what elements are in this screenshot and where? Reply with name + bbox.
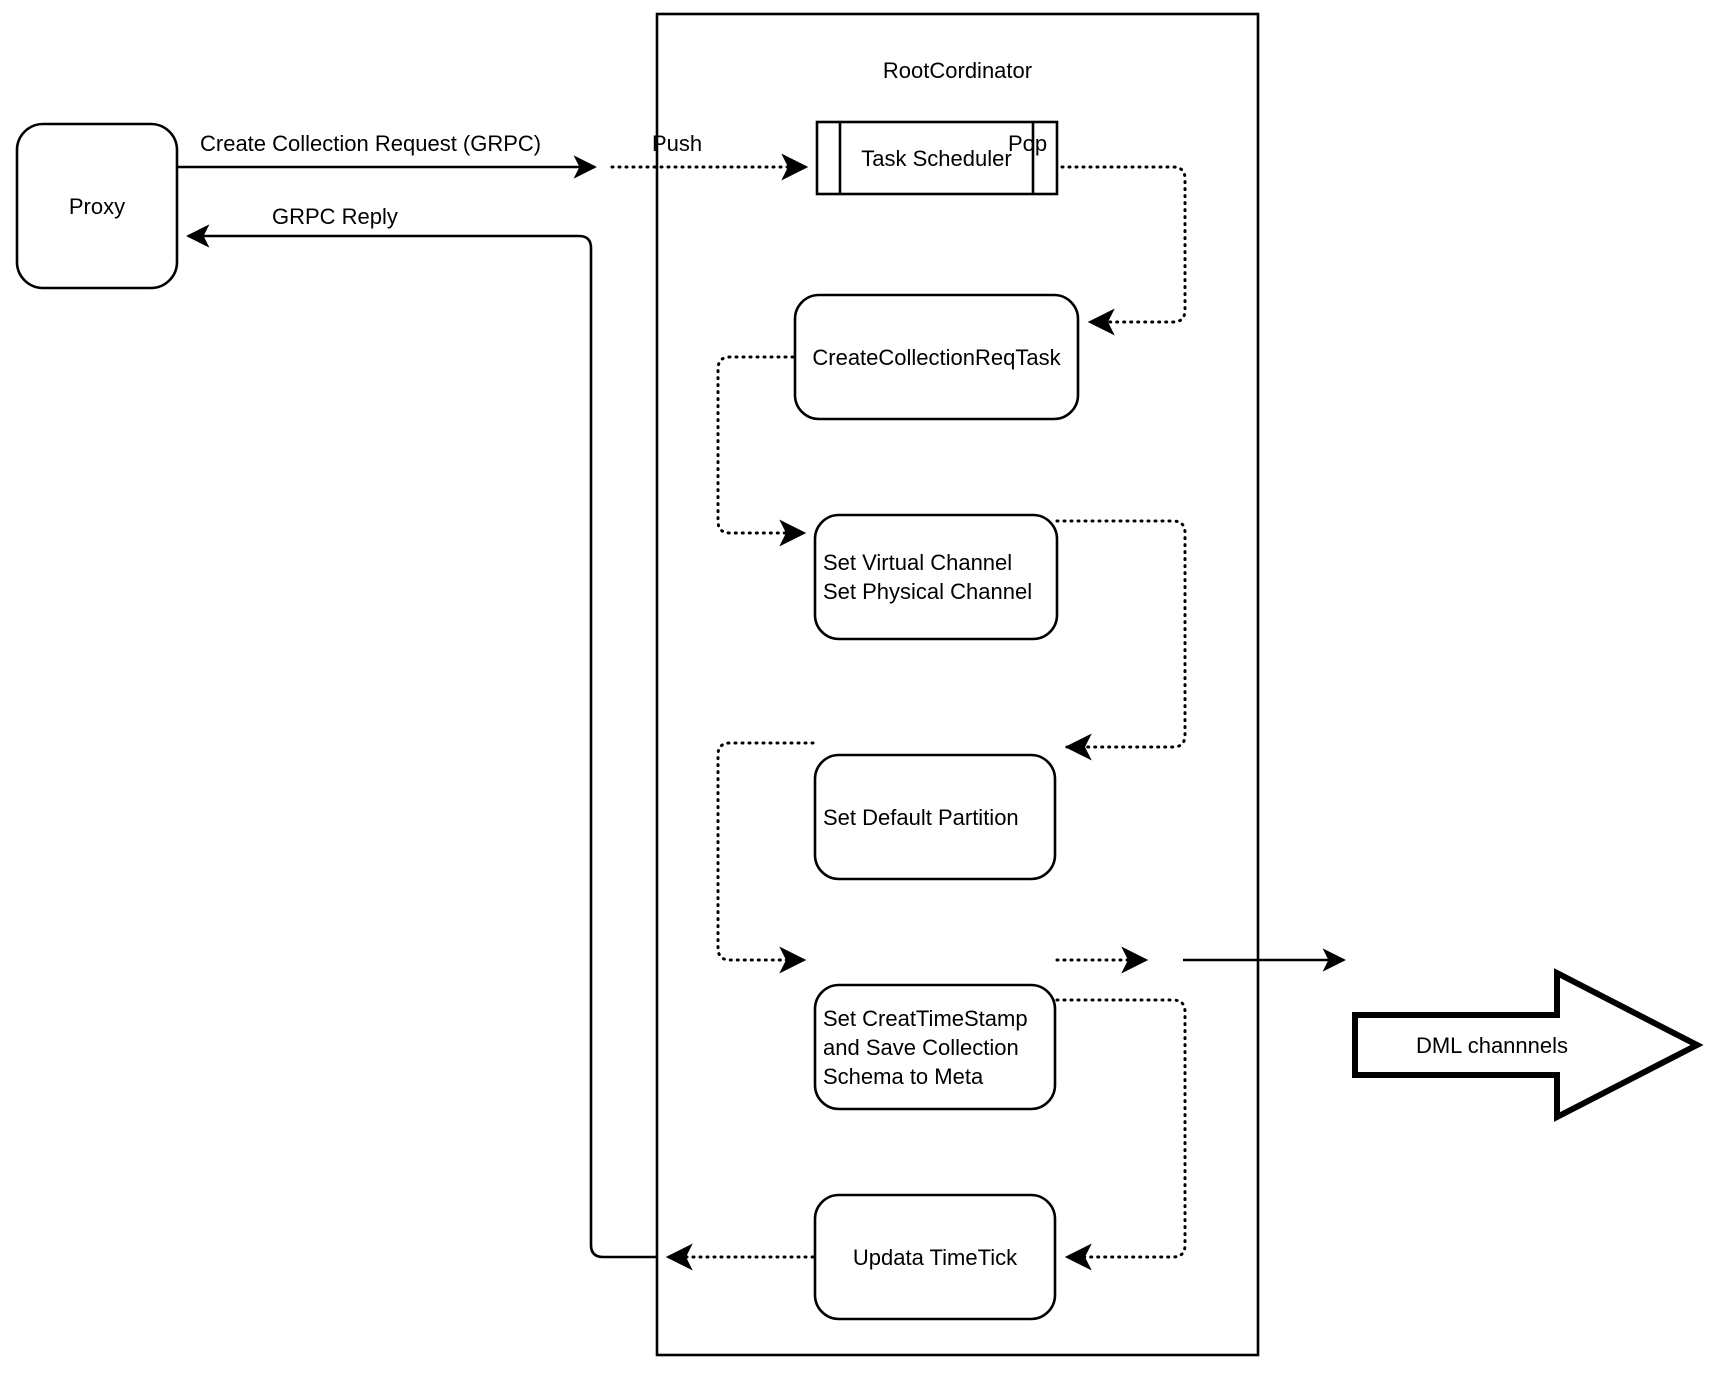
set-default-partition-node-shape[interactable] <box>813 753 1057 881</box>
edge-label-pop: Pop <box>1008 131 1048 156</box>
edge-partition-to-timestamp <box>716 741 815 974</box>
task-scheduler-node-shape[interactable] <box>815 120 1059 196</box>
edge-grpc-reply <box>186 224 657 1259</box>
edge-pop <box>1060 165 1187 336</box>
edge-label-create-collection-request: Create Collection Request (GRPC) <box>200 131 542 156</box>
proxy-node-shape[interactable] <box>15 122 179 290</box>
edge-label-grpc-reply: GRPC Reply <box>272 204 398 229</box>
update-timetick-node-shape[interactable] <box>813 1193 1057 1321</box>
edge-label-push: Push <box>652 131 703 156</box>
rootcordinator-container <box>655 12 1260 1357</box>
create-collection-req-task-node-shape[interactable] <box>793 293 1080 421</box>
dml-channels-node-shape[interactable] <box>1352 968 1704 1122</box>
set-channels-node-shape[interactable] <box>813 513 1059 641</box>
rootcordinator-title: RootCordinator <box>882 58 1033 83</box>
edge-timestamp-to-timetick <box>1055 998 1187 1271</box>
set-timestamp-node-shape[interactable] <box>813 983 1057 1111</box>
edge-channels-to-partition <box>1055 519 1187 761</box>
